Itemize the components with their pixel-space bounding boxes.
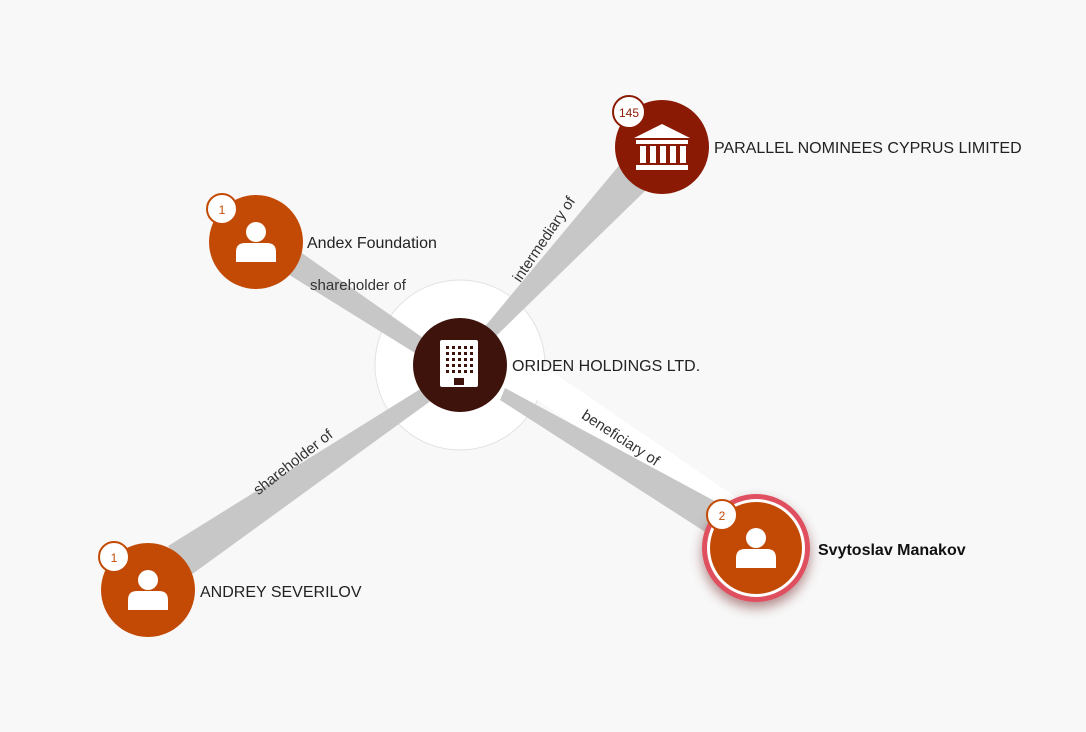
- edge-parallel-intermediary[interactable]: [482, 162, 647, 340]
- svg-text:2: 2: [719, 509, 726, 523]
- person-icon: [128, 570, 168, 610]
- edge-svytoslav-beneficiary[interactable]: [500, 388, 735, 544]
- node-badge-andrey: 1: [98, 541, 130, 573]
- node-label-andex: Andex Foundation: [307, 235, 437, 252]
- node-svytoslav[interactable]: 2: [702, 494, 810, 602]
- node-badge-svytoslav: 2: [706, 499, 738, 531]
- node-label-andrey: ANDREY SEVERILOV: [200, 584, 362, 601]
- node-andrey[interactable]: 1: [98, 541, 195, 637]
- node-badge-parallel: 145: [612, 95, 646, 129]
- edge-andex-shareholder[interactable]: [283, 249, 446, 366]
- person-icon: [236, 222, 276, 262]
- edge-andrey-shareholder[interactable]: [168, 388, 432, 575]
- node-label-svytoslav: Svytoslav Manakov: [818, 542, 966, 559]
- node-label-parallel: PARALLEL NOMINEES CYPRUS LIMITED: [714, 140, 1022, 157]
- svg-text:145: 145: [619, 106, 639, 120]
- node-badge-andex: 1: [206, 193, 238, 225]
- node-parallel[interactable]: 145: [612, 95, 709, 194]
- bank-icon: [634, 124, 690, 170]
- node-andex[interactable]: 1: [206, 193, 303, 289]
- building-icon: [440, 340, 478, 387]
- node-label-oriden: ORIDEN HOLDINGS LTD.: [512, 358, 700, 375]
- edge-label-andex: shareholder of: [310, 277, 407, 294]
- node-oriden[interactable]: [413, 318, 507, 412]
- svg-text:1: 1: [219, 203, 226, 217]
- person-icon: [736, 528, 776, 568]
- svg-text:1: 1: [111, 551, 118, 565]
